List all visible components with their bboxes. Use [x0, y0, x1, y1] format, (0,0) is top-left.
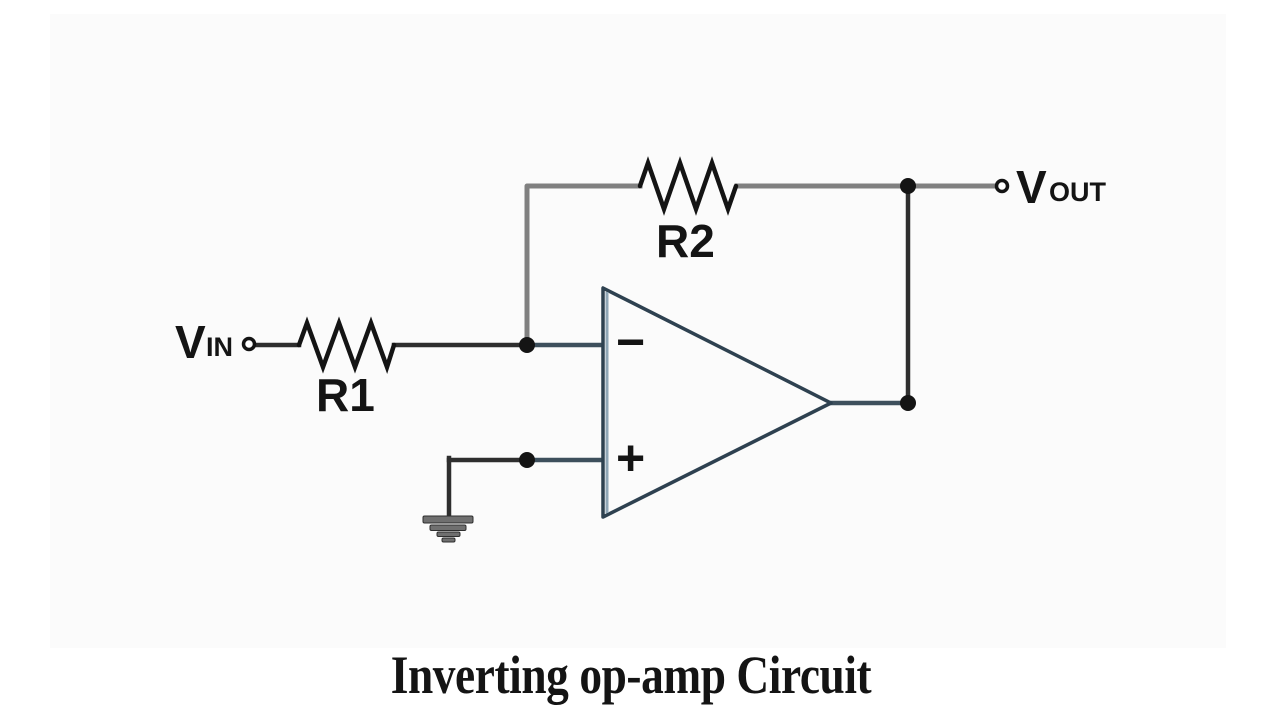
resistor-r1-label: R1	[316, 369, 375, 421]
junction-dot-feedback-top	[900, 178, 916, 194]
diagram-title: Inverting op-amp Circuit	[390, 645, 872, 705]
vin-label-main: V	[175, 316, 206, 368]
ground-bar-2	[429, 524, 467, 531]
earth-ground-icon	[422, 515, 474, 543]
inverting-input-symbol: −	[616, 314, 645, 370]
diagram-background-panel	[50, 14, 1226, 648]
vin-label-subscript: IN	[206, 332, 233, 362]
output-terminal-circle	[994, 178, 1010, 194]
vout-label-main: V	[1016, 161, 1047, 213]
resistor-r2-zigzag	[637, 156, 739, 216]
ground-bar-3	[436, 531, 461, 537]
ground-bar-1	[422, 515, 474, 524]
input-terminal-circle	[241, 336, 257, 352]
resistor-r1-zigzag	[296, 316, 397, 374]
junction-dot-inverting	[519, 337, 535, 353]
resistor-r2-label: R2	[656, 215, 715, 267]
opamp-triangle	[601, 286, 833, 519]
noninverting-input-symbol: +	[616, 430, 645, 486]
junction-dot-noninverting	[519, 452, 535, 468]
feedback-wire-left	[524, 183, 643, 348]
ground-bar-4	[441, 537, 456, 543]
vout-label-subscript: OUT	[1049, 177, 1107, 207]
junction-dot-output	[900, 395, 916, 411]
